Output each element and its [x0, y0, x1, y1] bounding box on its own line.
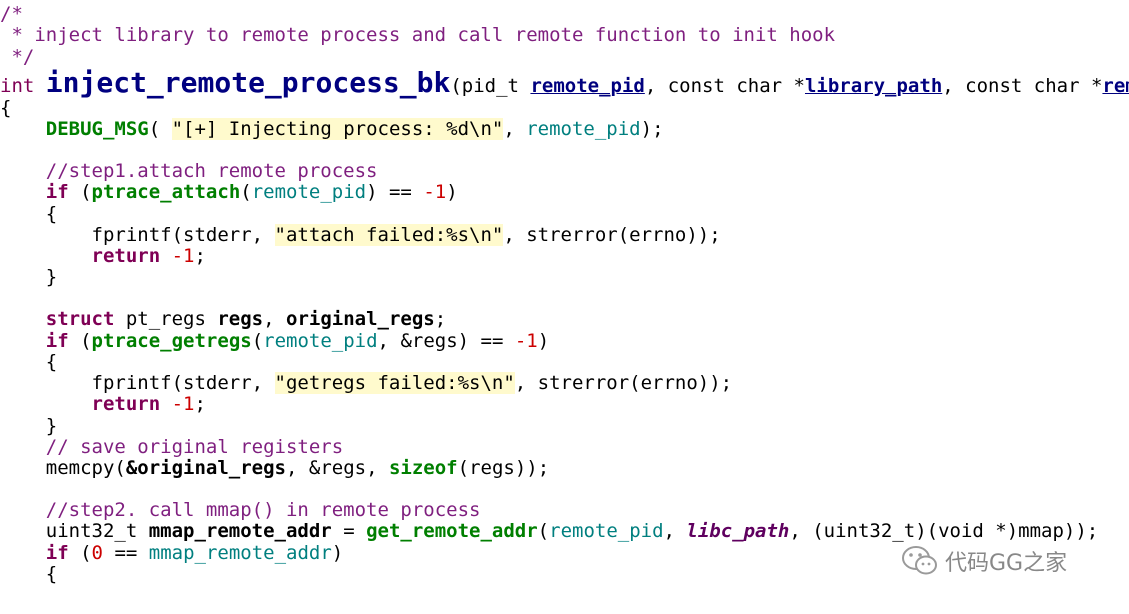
wechat-icon: [902, 546, 937, 575]
blank-line: [0, 480, 1129, 501]
code-line: {: [45, 563, 58, 586]
return-type: int: [0, 74, 35, 97]
param-remote-pid: remote_pid: [530, 74, 645, 97]
code-line: fprintf(stderr, "attach failed:%s\n", st…: [91, 223, 721, 246]
watermark-text: 代码GG之家: [945, 551, 1068, 576]
code-line: // save original registers: [0, 436, 1129, 459]
code-line: {: [45, 350, 58, 373]
code-line: * inject library to remote process and c…: [0, 25, 1129, 46]
code-line: if (0 == mmap_remote_addr): [45, 541, 344, 564]
code-line: uint32_t mmap_remote_addr = get_remote_a…: [45, 520, 1099, 543]
code-line: if (ptrace_getregs(remote_pid, &regs) ==…: [45, 329, 550, 352]
string-literal: "attach failed:%s\n": [274, 223, 504, 246]
code-line: //step1.attach remote process: [0, 159, 1129, 182]
code-line: fprintf(stderr, "getregs failed:%s\n", s…: [91, 372, 733, 395]
code-line: */: [0, 45, 1129, 68]
code-line: struct pt_regs regs, original_regs;: [45, 308, 447, 331]
code-line: /*: [0, 3, 1129, 25]
code-line: memcpy(&original_regs, &regs, sizeof(reg…: [45, 457, 550, 480]
comment: */: [0, 45, 35, 68]
watermark: 代码GG之家: [895, 543, 1074, 579]
code-line: }: [45, 414, 58, 437]
blank-line: [0, 289, 1129, 310]
macro-call: DEBUG_MSG: [45, 118, 149, 141]
comment: * inject library to remote process and c…: [0, 24, 836, 47]
comment: // save original registers: [45, 436, 344, 459]
code-line: return -1;: [91, 393, 206, 416]
param-library-path: library_path: [804, 74, 943, 97]
function-name: inject_remote_process_bk: [45, 65, 451, 99]
code-line: }: [45, 266, 58, 289]
code-line: return -1;: [91, 245, 206, 268]
string-literal: "getregs failed:%s\n": [274, 372, 515, 395]
code-line: if (ptrace_attach(remote_pid) == -1): [45, 181, 458, 204]
comment: //step1.attach remote process: [45, 159, 378, 182]
comment: //step2. call mmap() in remote process: [45, 499, 481, 522]
comment: /*: [0, 3, 23, 25]
code-line: {: [0, 96, 12, 119]
code-line: DEBUG_MSG( "[+] Injecting process: %d\n"…: [45, 118, 664, 141]
string-literal: "[+] Injecting process: %d\n": [171, 118, 504, 141]
param-remote: remote_: [1102, 74, 1129, 97]
function-signature: int inject_remote_process_bk(pid_t remot…: [0, 65, 1129, 99]
code-line: {: [45, 202, 58, 225]
blank-line: [0, 140, 1129, 161]
code-line: //step2. call mmap() in remote process: [0, 499, 1129, 522]
